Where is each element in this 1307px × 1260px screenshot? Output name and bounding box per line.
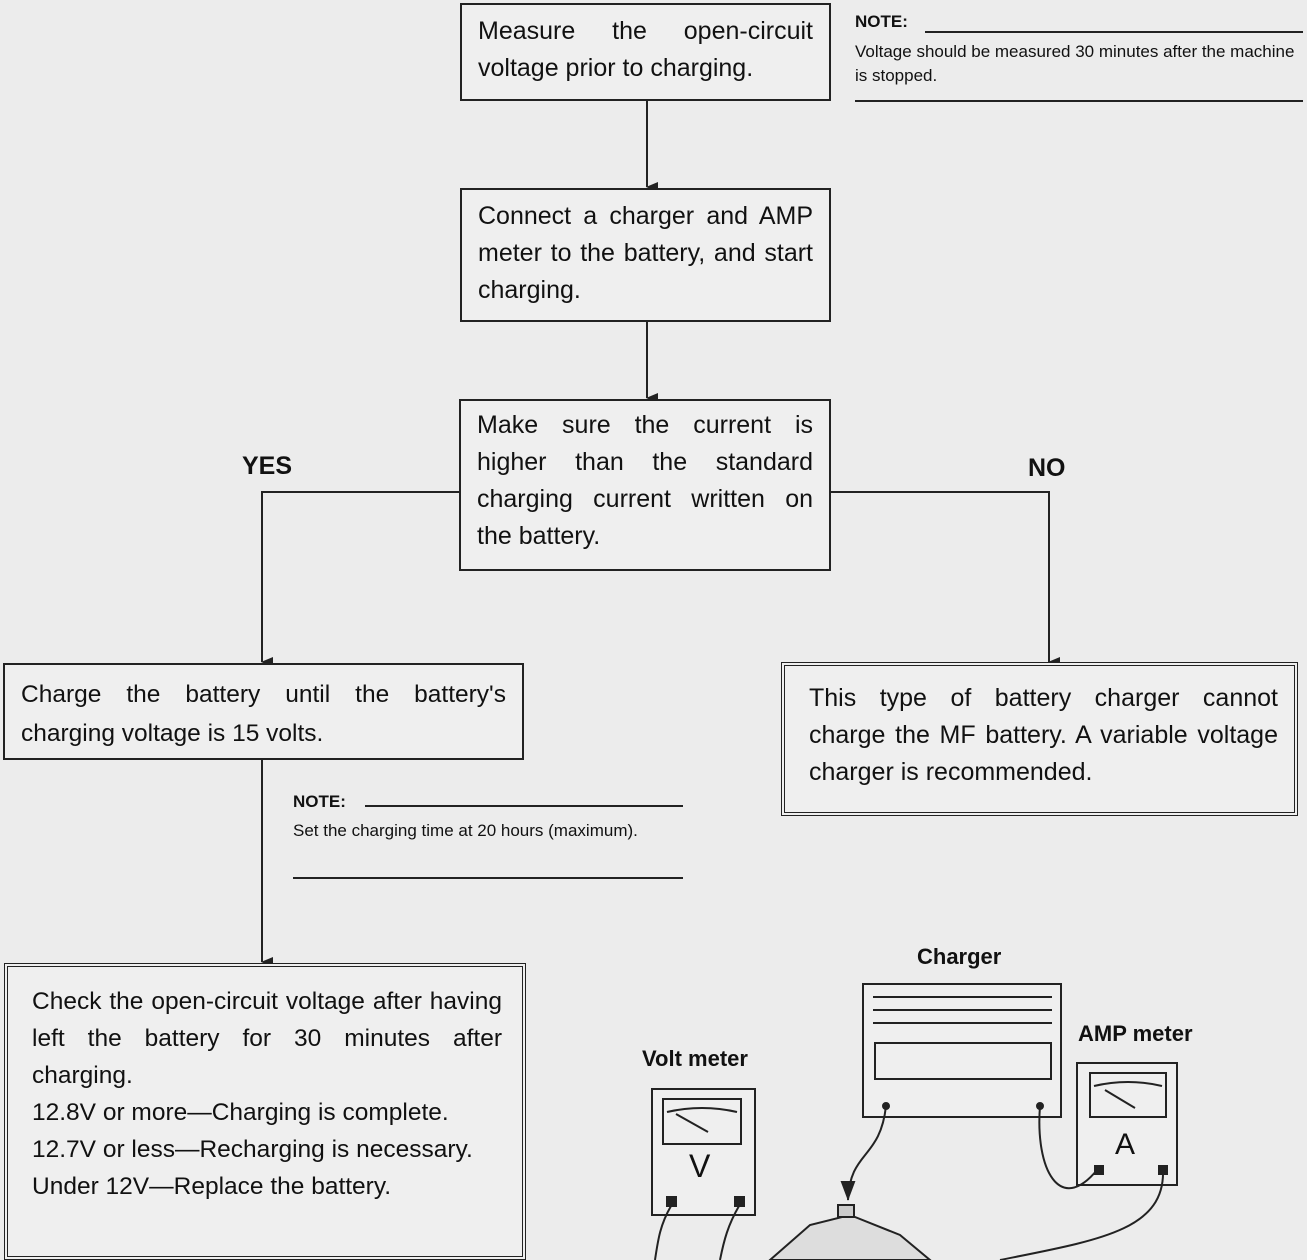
no-label: NO	[1028, 454, 1066, 482]
note-head: NOTE:	[855, 12, 908, 31]
volt-meter-label: Volt meter	[642, 1046, 748, 1071]
note-head: NOTE:	[293, 792, 346, 811]
step-check-current-text: Make sure the current is higher than the…	[477, 411, 813, 550]
final-check-line3: 12.7V or less—Recharging is necessary.	[32, 1136, 473, 1163]
amp-symbol: A	[1115, 1128, 1136, 1161]
note-text: Voltage should be measured 30 minutes af…	[855, 42, 1295, 85]
volt-symbol: V	[689, 1148, 711, 1184]
yes-label: YES	[242, 452, 293, 480]
no-charger-box: This type of battery charger cannot char…	[781, 662, 1298, 816]
yes-charge-text: Charge the battery until the battery's c…	[21, 681, 506, 747]
step-connect-box: Connect a charger and AMP meter to the b…	[460, 188, 831, 322]
final-check-line2: 12.8V or more—Charging is complete.	[32, 1099, 449, 1126]
volt-meter-illustration	[651, 1088, 756, 1216]
final-check-line4: Under 12V—Replace the battery.	[32, 1173, 392, 1200]
note-charging-time: NOTE: Set the charging time at 20 hours …	[293, 790, 683, 879]
arrow-no-branch	[830, 491, 1060, 667]
no-charger-text: This type of battery charger cannot char…	[809, 684, 1278, 786]
battery-illustration	[768, 1181, 932, 1260]
note-measure-timing: NOTE: Voltage should be measured 30 minu…	[855, 10, 1303, 102]
step-measure-text: Measure the open-circuit voltage prior t…	[478, 17, 813, 82]
wires	[654, 1105, 1165, 1260]
note-text: Set the charging time at 20 hours (maxim…	[293, 821, 638, 840]
amp-meter-illustration	[1076, 1062, 1178, 1186]
charger-label: Charger	[917, 944, 1002, 969]
step-connect-text: Connect a charger and AMP meter to the b…	[478, 202, 813, 304]
step-check-current-box: Make sure the current is higher than the…	[459, 399, 831, 571]
final-check-line1: Check the open-circuit voltage after hav…	[32, 988, 502, 1089]
final-check-box: Check the open-circuit voltage after hav…	[4, 963, 526, 1260]
arrow-yes-branch	[261, 491, 460, 667]
amp-meter-label: AMP meter	[1078, 1021, 1193, 1046]
step-measure-box: Measure the open-circuit voltage prior t…	[460, 3, 831, 101]
yes-charge-box: Charge the battery until the battery's c…	[3, 663, 524, 760]
charger-illustration	[862, 983, 1062, 1118]
